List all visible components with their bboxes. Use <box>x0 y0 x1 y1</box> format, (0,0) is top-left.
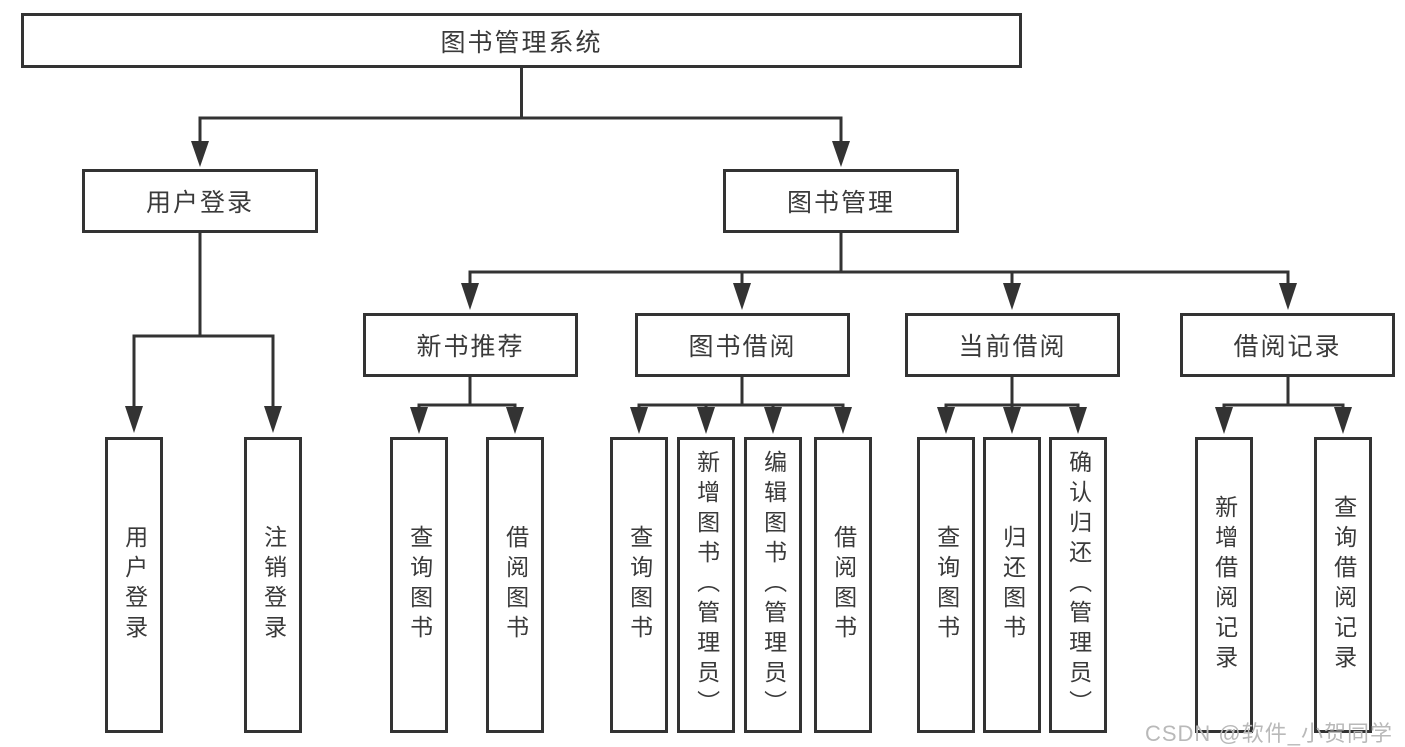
leaf-br-add-record-label: 新增借阅记录 <box>1211 495 1238 675</box>
node-current-borrowing: 当前借阅 <box>905 313 1120 377</box>
node-book-management: 图书管理 <box>723 169 959 233</box>
leaf-cb-return-books-label: 归还图书 <box>999 525 1026 645</box>
connector-new-book-recommend-children <box>410 377 524 434</box>
leaf-nbr-borrow-books-label: 借阅图书 <box>502 525 529 645</box>
connector-book-borrowing-children <box>630 377 852 434</box>
watermark: CSDN @软件_小贺同学 <box>1144 721 1393 746</box>
node-book-management-label: 图书管理 <box>786 189 895 217</box>
node-user-login: 用户登录 <box>82 169 318 233</box>
node-book-borrowing-label: 图书借阅 <box>688 333 797 361</box>
leaf-logout-label: 注销登录 <box>260 525 287 645</box>
leaf-nbr-query-books-label: 查询图书 <box>406 525 433 645</box>
node-new-book-recommend: 新书推荐 <box>363 313 578 377</box>
leaf-cb-confirm-return-admin-label: 确认归还（管理员） <box>1065 450 1092 720</box>
leaf-login: 用户登录 <box>105 437 163 733</box>
leaf-cb-return-books: 归还图书 <box>983 437 1041 733</box>
connector-current-borrowing-children <box>937 377 1087 434</box>
node-book-borrowing: 图书借阅 <box>635 313 850 377</box>
leaf-bb-add-books-admin: 新增图书（管理员） <box>677 437 735 733</box>
node-borrowing-records: 借阅记录 <box>1180 313 1395 377</box>
leaf-bb-edit-books-admin-label: 编辑图书（管理员） <box>760 450 787 720</box>
node-user-login-label: 用户登录 <box>145 189 254 217</box>
leaf-bb-add-books-admin-label: 新增图书（管理员） <box>693 450 720 720</box>
node-new-book-recommend-label: 新书推荐 <box>416 333 525 361</box>
leaf-cb-query-books-label: 查询图书 <box>933 525 960 645</box>
connector-user-login-children <box>125 233 282 433</box>
leaf-br-add-record: 新增借阅记录 <box>1195 437 1253 733</box>
leaf-logout: 注销登录 <box>244 437 302 733</box>
leaf-br-query-record-label: 查询借阅记录 <box>1330 495 1357 675</box>
leaf-cb-confirm-return-admin: 确认归还（管理员） <box>1049 437 1107 733</box>
leaf-br-query-record: 查询借阅记录 <box>1314 437 1372 733</box>
node-current-borrowing-label: 当前借阅 <box>958 333 1067 361</box>
node-root: 图书管理系统 <box>21 13 1022 68</box>
node-root-label: 图书管理系统 <box>440 28 603 57</box>
leaf-bb-borrow-books-label: 借阅图书 <box>830 525 857 645</box>
connector-root-to-level2 <box>191 68 850 167</box>
leaf-nbr-borrow-books: 借阅图书 <box>486 437 544 733</box>
leaf-cb-query-books: 查询图书 <box>917 437 975 733</box>
leaf-login-label: 用户登录 <box>121 525 148 645</box>
connector-book-management-children <box>461 233 1297 310</box>
leaf-bb-edit-books-admin: 编辑图书（管理员） <box>744 437 802 733</box>
leaf-nbr-query-books: 查询图书 <box>390 437 448 733</box>
leaf-bb-query-books: 查询图书 <box>610 437 668 733</box>
node-borrowing-records-label: 借阅记录 <box>1233 333 1342 361</box>
leaf-bb-query-books-label: 查询图书 <box>626 525 653 645</box>
connector-borrowing-records-children <box>1215 377 1352 434</box>
leaf-bb-borrow-books: 借阅图书 <box>814 437 872 733</box>
